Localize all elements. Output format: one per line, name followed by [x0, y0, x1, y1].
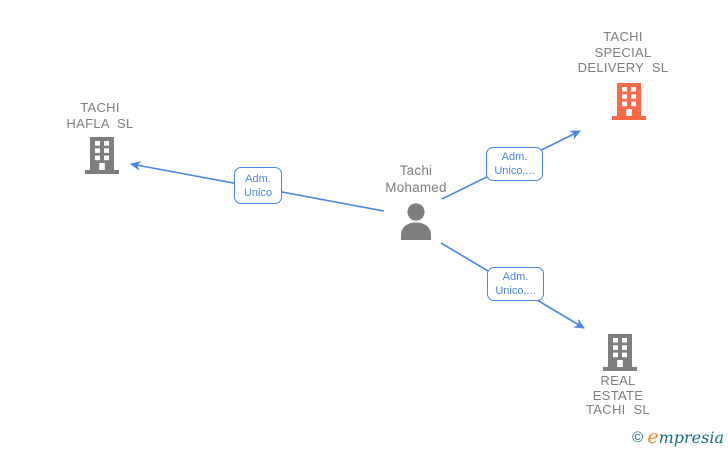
edge-label-line: Unico — [243, 186, 273, 199]
person-name-line: Mohamed — [385, 179, 447, 195]
building-icon-highlighted[interactable] — [612, 83, 646, 120]
edge-label-line: Unico,... — [495, 285, 536, 297]
edge-label-adm-unico-more: Adm. Unico,... — [486, 147, 543, 181]
company-name-line: TACHI — [80, 100, 120, 115]
person-icon[interactable] — [398, 202, 434, 240]
company-name-line: TACHI — [603, 29, 643, 44]
company-name-line: TACHI SL — [586, 402, 650, 417]
copyright-icon: © — [632, 429, 644, 446]
edge-label-line: Adm. — [501, 151, 528, 163]
building-icon[interactable] — [603, 334, 637, 371]
company-name-line: DELIVERY SL — [577, 60, 669, 75]
empresia-logo: empresia — [647, 426, 724, 448]
person-node-label[interactable]: Tachi Mohamed — [356, 163, 476, 196]
edge-label-line: Adm. — [502, 271, 529, 283]
edge-label-line: Unico,... — [494, 165, 535, 177]
edge-label-adm-unico: Adm. Unico — [234, 167, 282, 204]
logo-text: mpresia — [658, 428, 724, 447]
empresia-watermark: © empresia — [632, 426, 724, 448]
person-name-line: Tachi — [399, 163, 433, 178]
company-name-line: REAL — [600, 373, 636, 388]
edge-label-adm-unico-more: Adm. Unico,... — [487, 267, 544, 301]
logo-letter-e: e — [647, 426, 659, 448]
company-name-line: ESTATE — [592, 387, 644, 403]
company-node-label-hafla[interactable]: TACHI HAFLA SL — [38, 100, 162, 131]
company-node-label-real-estate[interactable]: REAL ESTATE TACHI SL — [558, 373, 678, 418]
company-node-label-special-delivery[interactable]: TACHI SPECIAL DELIVERY SL — [553, 29, 693, 76]
company-name-line: HAFLA SL — [66, 115, 134, 131]
building-icon[interactable] — [85, 137, 119, 174]
company-name-line: SPECIAL — [594, 44, 652, 60]
edge-label-line: Adm. — [245, 172, 271, 185]
